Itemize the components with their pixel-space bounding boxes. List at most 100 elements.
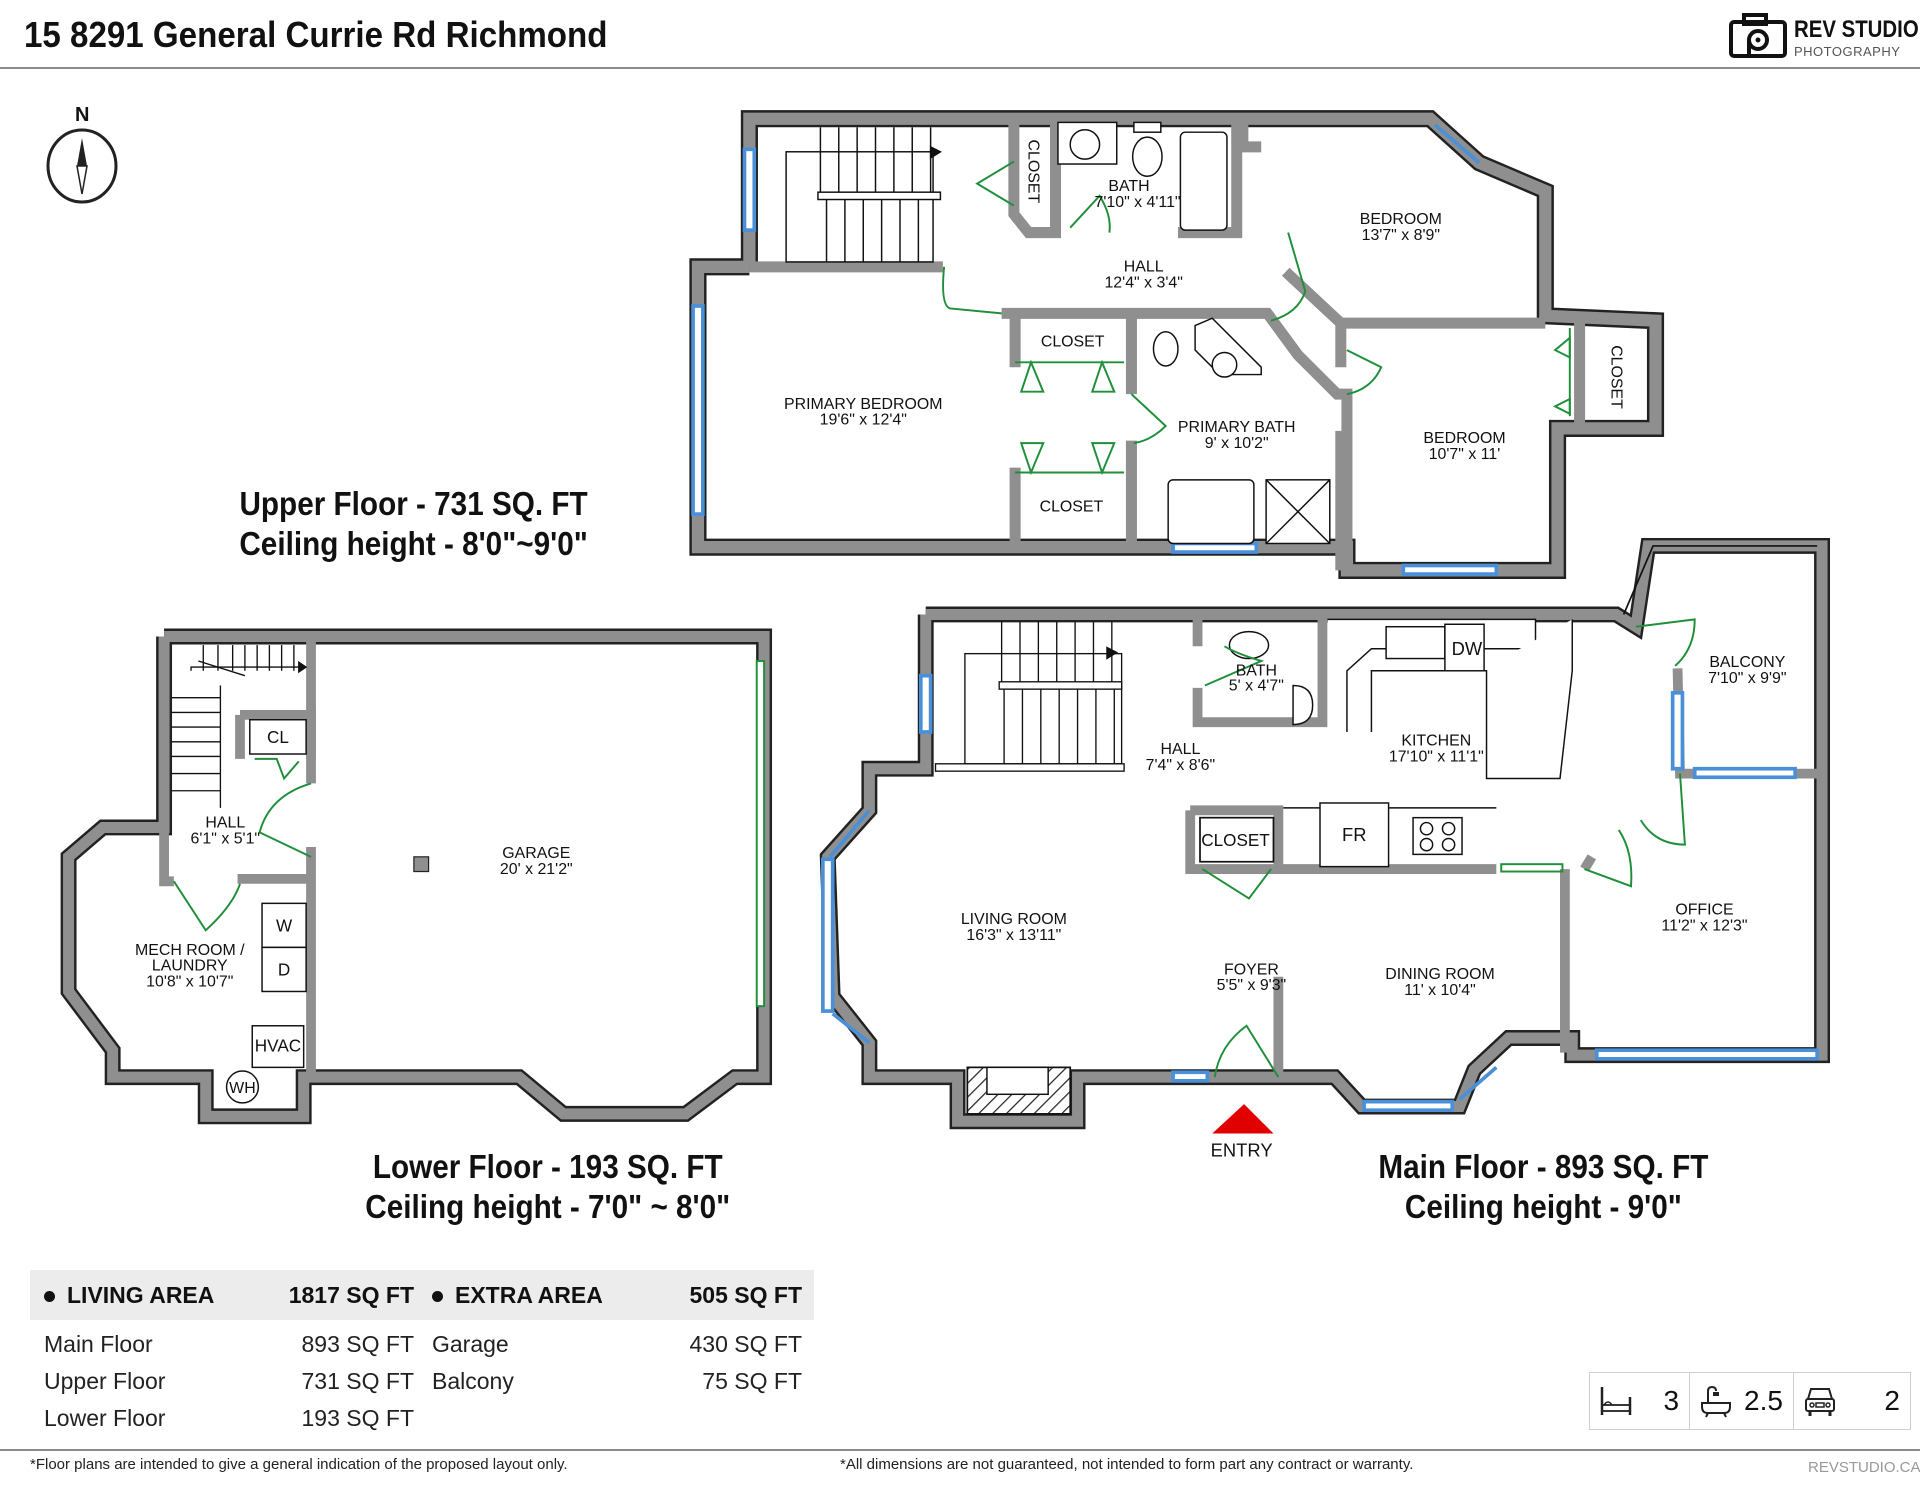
row-label: Main Floor	[44, 1331, 153, 1357]
logo-subtitle: PHOTOGRAPHY	[1794, 44, 1901, 59]
room-name: BALCONY	[1709, 654, 1785, 671]
room-name: GARAGE	[502, 845, 570, 862]
bullet-icon	[432, 1290, 443, 1302]
main-floor-summary: Main Floor - 893 SQ. FT Ceiling height -…	[1378, 1147, 1708, 1227]
room-dims: 17'10" x 11'1"	[1389, 748, 1484, 765]
row-value: 75 SQ FT	[702, 1368, 802, 1394]
page-title: 15 8291 General Currie Rd Richmond	[24, 14, 608, 55]
row-label: Balcony	[432, 1368, 514, 1394]
upper-floor-plan	[689, 110, 1665, 579]
compass-north-icon	[46, 128, 118, 204]
row-label: Upper Floor	[44, 1368, 166, 1394]
entry-label: ENTRY	[1211, 1140, 1273, 1161]
extra-area-title: EXTRA AREA	[455, 1281, 603, 1308]
upper-floor-ceiling: Ceiling height - 8'0"~9'0"	[239, 525, 588, 562]
living-area-header: LIVING AREA 1817 SQ FT	[30, 1270, 426, 1320]
room-name: HALL	[1161, 741, 1201, 758]
closet-label: CLOSET	[1201, 830, 1270, 850]
room-dims: 7'10" x 4'11"	[1095, 194, 1181, 211]
room-dims: 20' x 21'2"	[500, 861, 573, 878]
water-heater-label: WH	[229, 1080, 256, 1097]
property-stats: 3 2.5 2	[1589, 1372, 1911, 1430]
table-row: Balcony 75 SQ FT	[418, 1363, 814, 1400]
brand-logo: REV STUDIO PHOTOGRAPHY	[1728, 10, 1919, 64]
main-floor-title: Main Floor - 893 SQ. FT	[1378, 1148, 1709, 1185]
room-name: HALL	[205, 814, 245, 831]
living-area-table: LIVING AREA 1817 SQ FT Main Floor 893 SQ …	[30, 1270, 426, 1437]
compass-north-label: N	[75, 104, 90, 126]
room-dims: 10'8" x 10'7"	[146, 974, 233, 991]
upper-floor-labels: BATH 7'10" x 4'11" BEDROOM 13'7" x 8'9" …	[784, 140, 1624, 516]
room-name: BEDROOM	[1360, 211, 1442, 228]
extra-area-header: EXTRA AREA 505 SQ FT	[418, 1270, 814, 1320]
logo-title: REV STUDIO	[1794, 16, 1919, 43]
room-dims: 13'7" x 8'9"	[1362, 227, 1440, 244]
room-dims: 5' x 4'7"	[1229, 677, 1284, 694]
room-name: LIVING ROOM	[961, 911, 1067, 928]
lower-floor-ceiling: Ceiling height - 7'0" ~ 8'0"	[365, 1188, 731, 1225]
room-name: PRIMARY BATH	[1178, 419, 1296, 436]
row-label: Garage	[432, 1331, 509, 1357]
room-name: MECH ROOM /	[135, 942, 245, 959]
lower-floor-labels: HALL 6'1" x 5'1" GARAGE 20' x 21'2" MECH…	[135, 727, 573, 1097]
main-floor-labels: BATH 5' x 4'7" HALL 7'4" x 8'6" KITCHEN …	[961, 638, 1787, 1161]
room-name: KITCHEN	[1401, 732, 1471, 749]
room-dims: 6'1" x 5'1"	[191, 830, 261, 847]
room-dims: 7'4" x 8'6"	[1146, 757, 1216, 774]
table-row: Main Floor 893 SQ FT	[30, 1326, 426, 1363]
room-dims: 7'10" x 9'9"	[1708, 670, 1786, 687]
living-area-title: LIVING AREA	[67, 1281, 215, 1308]
row-value: 430 SQ FT	[689, 1331, 802, 1357]
upper-floor-title: Upper Floor - 731 SQ. FT	[239, 485, 588, 522]
parking-count: 2	[1884, 1385, 1900, 1416]
hvac-label: HVAC	[255, 1035, 301, 1055]
extra-area-table: EXTRA AREA 505 SQ FT Garage 430 SQ FT Bal…	[418, 1270, 814, 1400]
row-label: Lower Floor	[44, 1405, 166, 1431]
room-name: DINING ROOM	[1385, 966, 1495, 983]
footer-divider	[0, 1449, 1920, 1451]
room-name: FOYER	[1224, 961, 1279, 978]
closet-label: CL	[267, 727, 289, 747]
row-value: 193 SQ FT	[301, 1405, 414, 1431]
compass: N	[44, 104, 124, 208]
living-area-total: 1817 SQ FT	[288, 1281, 414, 1308]
disclaimer-right: *All dimensions are not guaranteed, not …	[840, 1456, 1414, 1473]
stat-bathrooms: 2.5	[1690, 1373, 1794, 1429]
main-floor-ceiling: Ceiling height - 9'0"	[1404, 1188, 1682, 1225]
bedroom-count: 3	[1663, 1385, 1680, 1416]
entry-marker-icon	[1212, 1104, 1274, 1134]
room-dims: 11' x 10'4"	[1404, 982, 1476, 999]
lower-floor-summary: Lower Floor - 193 SQ. FT Ceiling height …	[365, 1147, 730, 1227]
room-dims: 10'7" x 11'	[1429, 446, 1501, 463]
room-name: BATH	[1236, 663, 1277, 680]
room-name: BEDROOM	[1423, 430, 1505, 447]
table-row: Upper Floor 731 SQ FT	[30, 1363, 426, 1400]
bathtub-icon	[1701, 1385, 1732, 1418]
bathroom-count: 2.5	[1744, 1385, 1783, 1416]
row-value: 731 SQ FT	[301, 1368, 414, 1394]
bed-icon	[1600, 1387, 1632, 1415]
room-dims: 19'6" x 12'4"	[820, 412, 907, 429]
dryer-label: D	[278, 960, 290, 980]
disclaimer-left: *Floor plans are intended to give a gene…	[30, 1456, 568, 1473]
room-name: PRIMARY BEDROOM	[784, 396, 943, 413]
closet-label: CLOSET	[1607, 345, 1624, 409]
car-icon	[1804, 1388, 1835, 1416]
room-name: HALL	[1124, 259, 1164, 276]
lower-floor-title: Lower Floor - 193 SQ. FT	[372, 1148, 723, 1185]
room-dims: 5'5" x 9'3"	[1217, 977, 1287, 994]
room-name: BATH	[1108, 178, 1149, 195]
extra-area-total: 505 SQ FT	[689, 1281, 802, 1308]
camera-icon	[1729, 13, 1787, 58]
room-dims: 9' x 10'2"	[1205, 435, 1269, 452]
stat-bedrooms: 3	[1590, 1373, 1691, 1429]
fridge-label: FR	[1342, 824, 1366, 845]
closet-label: CLOSET	[1025, 140, 1042, 204]
room-dims: 11'2" x 12'3"	[1661, 917, 1747, 934]
lower-floor-plan	[60, 628, 773, 1125]
closet-label: CLOSET	[1040, 499, 1104, 516]
row-value: 893 SQ FT	[301, 1331, 414, 1357]
closet-label: CLOSET	[1041, 333, 1105, 350]
room-name: OFFICE	[1675, 901, 1733, 918]
